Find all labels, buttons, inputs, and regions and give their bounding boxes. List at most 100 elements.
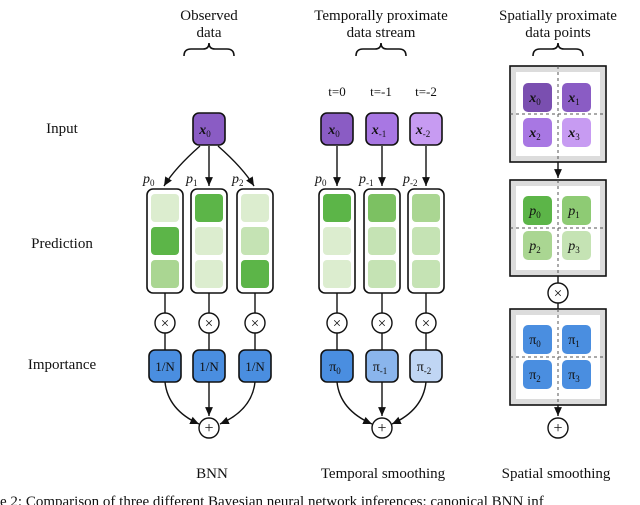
svg-text:x0: x0 <box>528 91 541 107</box>
bnn-importance-2: 1/N <box>238 349 272 383</box>
temporal-prediction-stack-2 <box>407 188 445 294</box>
svg-text:×: × <box>161 316 169 332</box>
svg-text:π2: π2 <box>529 368 541 384</box>
spatial-prediction-cell-1 <box>562 196 591 225</box>
row-label-importance: Importance <box>28 357 97 373</box>
svg-text:p0: p0 <box>528 204 541 220</box>
bnn-multiply-1: × <box>198 312 220 334</box>
svg-text:+: + <box>553 420 562 437</box>
svg-text:π3: π3 <box>568 368 580 384</box>
svg-text:x1: x1 <box>567 91 580 107</box>
spatial-importance-cell-2 <box>523 360 552 389</box>
prediction-cell <box>195 260 223 288</box>
prediction-cell <box>368 194 396 222</box>
temporal-sum: + <box>371 417 393 439</box>
temporal-column: x0 x-1 x-2 p0 p-1 p-2 <box>314 112 445 439</box>
svg-text:×: × <box>378 316 386 332</box>
bnn-arrow-to-p0 <box>163 145 201 187</box>
svg-text:π0: π0 <box>529 333 541 349</box>
temporal-multiply-1: × <box>371 312 393 334</box>
time-label-0: t=0 <box>328 84 345 99</box>
spatial-prediction-cell-0 <box>523 196 552 225</box>
spatial-importance-cell-1 <box>562 325 591 354</box>
svg-text:p2: p2 <box>528 239 541 255</box>
svg-text:π0: π0 <box>329 360 341 376</box>
temporal-importance-1: π-1 <box>365 349 399 383</box>
temporal-p0-label: p0 <box>314 172 327 188</box>
footer-spatial: Spatial smoothing <box>502 466 611 482</box>
prediction-cell <box>241 194 269 222</box>
svg-text:x0: x0 <box>327 123 340 139</box>
time-label-2: t=-2 <box>415 84 437 99</box>
prediction-cell <box>412 194 440 222</box>
spatial-prediction-cell-3 <box>562 231 591 260</box>
bnn-p2-label: p2 <box>231 172 244 188</box>
svg-text:×: × <box>554 286 562 302</box>
bnn-input-label: x0 <box>198 123 211 139</box>
brace-temporal <box>355 42 407 57</box>
spatial-sum: + <box>547 417 569 439</box>
svg-text:1/N: 1/N <box>245 359 265 374</box>
prediction-cell <box>412 227 440 255</box>
bnn-column: x0 p0 p1 p2 <box>142 112 274 439</box>
bnn-multiply-2: × <box>244 312 266 334</box>
bnn-multiply-0: × <box>154 312 176 334</box>
svg-text:π1: π1 <box>568 333 580 349</box>
brace-spatial <box>532 42 584 57</box>
spatial-column: x0 x1 x2 x3 p0 p1 p2 p3 × <box>509 65 607 439</box>
spatial-importance-cell-0 <box>523 325 552 354</box>
header-spatial-line2: data points <box>525 25 591 41</box>
svg-text:+: + <box>204 420 213 437</box>
footer-temporal: Temporal smoothing <box>321 466 446 482</box>
spatial-input-cell-3 <box>562 118 591 147</box>
svg-text:×: × <box>205 316 213 332</box>
row-label-input: Input <box>46 121 78 137</box>
prediction-cell <box>241 227 269 255</box>
svg-text:1/N: 1/N <box>199 359 219 374</box>
spatial-input-cell-2 <box>523 118 552 147</box>
bnn-prediction-stack-1 <box>190 188 228 294</box>
bnn-importance-0: 1/N <box>148 349 182 383</box>
prediction-cell <box>368 260 396 288</box>
prediction-cell <box>323 227 351 255</box>
temporal-multiply-2: × <box>415 312 437 334</box>
svg-text:1/N: 1/N <box>155 359 175 374</box>
prediction-cell <box>368 227 396 255</box>
svg-text:p3: p3 <box>567 239 580 255</box>
brace-bnn <box>183 42 235 57</box>
svg-text:×: × <box>251 316 259 332</box>
svg-text:x-2: x-2 <box>415 123 431 139</box>
spatial-input-cell-1 <box>562 83 591 112</box>
bnn-p0-label: p0 <box>142 172 155 188</box>
header-bnn-line1: Observed <box>180 8 238 24</box>
svg-text:+: + <box>377 420 386 437</box>
svg-text:x-1: x-1 <box>371 123 387 139</box>
bnn-importance-1: 1/N <box>192 349 226 383</box>
svg-text:×: × <box>333 316 341 332</box>
header-bnn-line2: data <box>197 25 222 41</box>
temporal-input-2: x-2 <box>409 112 443 146</box>
prediction-cell <box>151 260 179 288</box>
header-temporal-line2: data stream <box>347 25 416 41</box>
temporal-p2-label: p-2 <box>402 172 418 188</box>
bnn-prediction-stack-2 <box>236 188 274 294</box>
figure-caption: e 2: Comparison of three different Bayes… <box>0 494 544 505</box>
bnn-input-box <box>192 112 226 146</box>
temporal-importance-0: π0 <box>320 349 354 383</box>
prediction-cell <box>195 194 223 222</box>
prediction-cell <box>151 194 179 222</box>
svg-text:x3: x3 <box>567 126 580 142</box>
temporal-importance-2: π-2 <box>409 349 443 383</box>
row-label-prediction: Prediction <box>31 236 93 252</box>
prediction-cell <box>195 227 223 255</box>
bnn-sum: + <box>198 417 220 439</box>
spatial-input-cell-0 <box>523 83 552 112</box>
temporal-p1-label: p-1 <box>358 172 374 188</box>
spatial-multiply: × <box>547 282 569 304</box>
temporal-multiply-0: × <box>326 312 348 334</box>
prediction-cell <box>323 260 351 288</box>
temporal-input-0: x0 <box>320 112 354 146</box>
header-spatial-line1: Spatially proximate <box>499 8 617 24</box>
prediction-cell <box>412 260 440 288</box>
